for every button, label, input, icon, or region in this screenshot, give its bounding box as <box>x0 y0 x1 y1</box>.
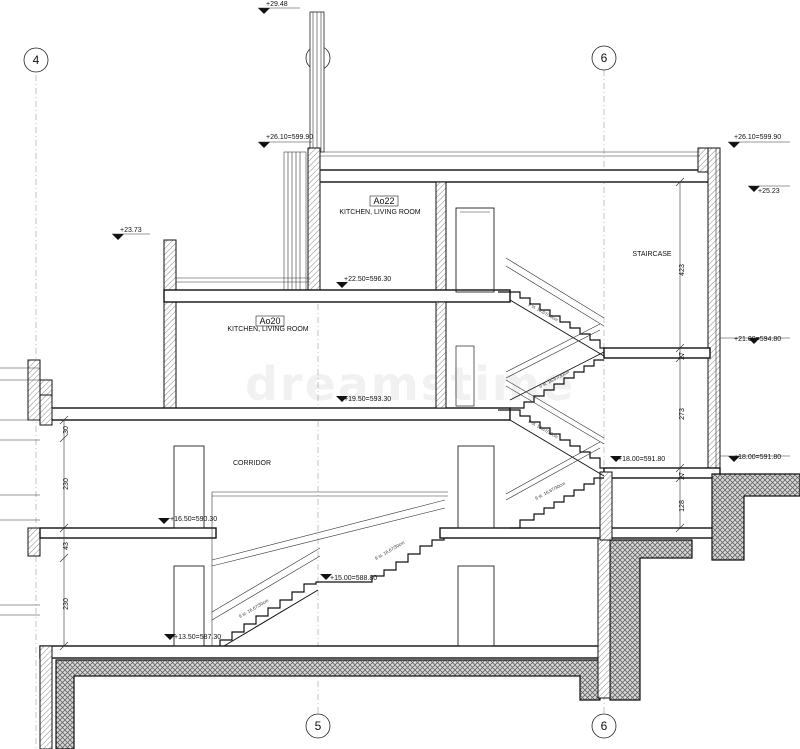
level-floor-19: +19.50=593.30 <box>344 396 391 403</box>
level-roof-left: +26.10=599.90 <box>266 134 313 141</box>
flight-notes: 9 st. 16,67/30cm 9 st. 16,67/30cm 9 st. … <box>238 302 570 619</box>
level-landing-18: +18.00=591.80 <box>618 456 665 463</box>
level-top: +29.48 <box>266 1 288 8</box>
room-label-lower: KITCHEN, LIVING ROOM <box>227 326 308 333</box>
room-label-corridor: CORRIDOR <box>233 460 271 467</box>
level-parapet-right: +25.23 <box>758 188 780 195</box>
room-label-staircase: STAIRCASE <box>632 251 671 258</box>
grid-axis-6-top: 6 <box>591 45 617 71</box>
grid-axis-5-bottom-label: 5 <box>315 719 322 733</box>
roof-structure <box>307 147 711 295</box>
room-labels: Ao22 KITCHEN, LIVING ROOM Ao20 KITCHEN, … <box>227 195 672 467</box>
floor-slab-22 <box>163 289 711 359</box>
grid-axis-6-bottom-label: 6 <box>601 719 608 733</box>
grid-axis-5-bottom: 5 <box>305 713 331 739</box>
floor-slab-16 <box>39 527 721 539</box>
level-landing-21: +21.00=594.80 <box>734 336 781 343</box>
grid-axis-6-top-label: 6 <box>601 51 608 65</box>
staircase-right-wall <box>707 147 721 479</box>
level-terrace-left: +23.73 <box>120 227 142 234</box>
level-markers: +29.48 +26.10=599.90 +26.10=599.90 +25.2… <box>112 1 790 641</box>
dim-stair-top: 423 <box>679 264 686 276</box>
stair-dimension-chain: 423 27 273 27 128 <box>675 177 686 533</box>
left-dimension-chain: 30 230 43 230 <box>59 415 70 651</box>
dim-stair-d: 128 <box>679 500 686 512</box>
room-tag-upper: Ao22 <box>373 196 394 206</box>
dim-left-c: 43 <box>63 542 70 550</box>
level-landing-18-right: +18.00=591.80 <box>734 454 781 461</box>
vent-stack <box>283 11 325 291</box>
grid-axis-4: 4 <box>23 47 49 73</box>
dim-stair-c: 27 <box>679 472 686 480</box>
dim-left-b: 230 <box>63 478 70 490</box>
dim-stair-a: 27 <box>679 352 686 360</box>
level-roof-right: +26.10=599.90 <box>734 134 781 141</box>
dim-left-d: 230 <box>63 598 70 610</box>
left-facade <box>0 359 41 616</box>
room-label-upper: KITCHEN, LIVING ROOM <box>339 209 420 216</box>
watermark-text: dreamstime <box>245 357 575 411</box>
level-landing-15: +15.00=588.80 <box>330 575 377 582</box>
foundation-soil <box>55 471 800 749</box>
grid-axis-6-bottom: 6 <box>591 713 617 739</box>
grid-axis-4-label: 4 <box>33 53 40 67</box>
room-tag-lower: Ao20 <box>259 316 280 326</box>
flight-note-3: 9 st. 16,67/30cm <box>528 419 560 440</box>
level-floor-13: +13.50=587.30 <box>174 634 221 641</box>
level-floor-16: +16.50=590.30 <box>170 516 217 523</box>
level-floor-22: +22.50=596.30 <box>344 276 391 283</box>
flight-note-6: 9 st. 16,67/30cm <box>374 540 406 561</box>
doors <box>173 207 495 647</box>
dim-left-a: 30 <box>63 426 70 434</box>
stair-flights <box>211 257 605 647</box>
flight-note-4: 9 st. 16,67/30cm <box>534 481 566 501</box>
dim-stair-b: 273 <box>679 408 686 420</box>
